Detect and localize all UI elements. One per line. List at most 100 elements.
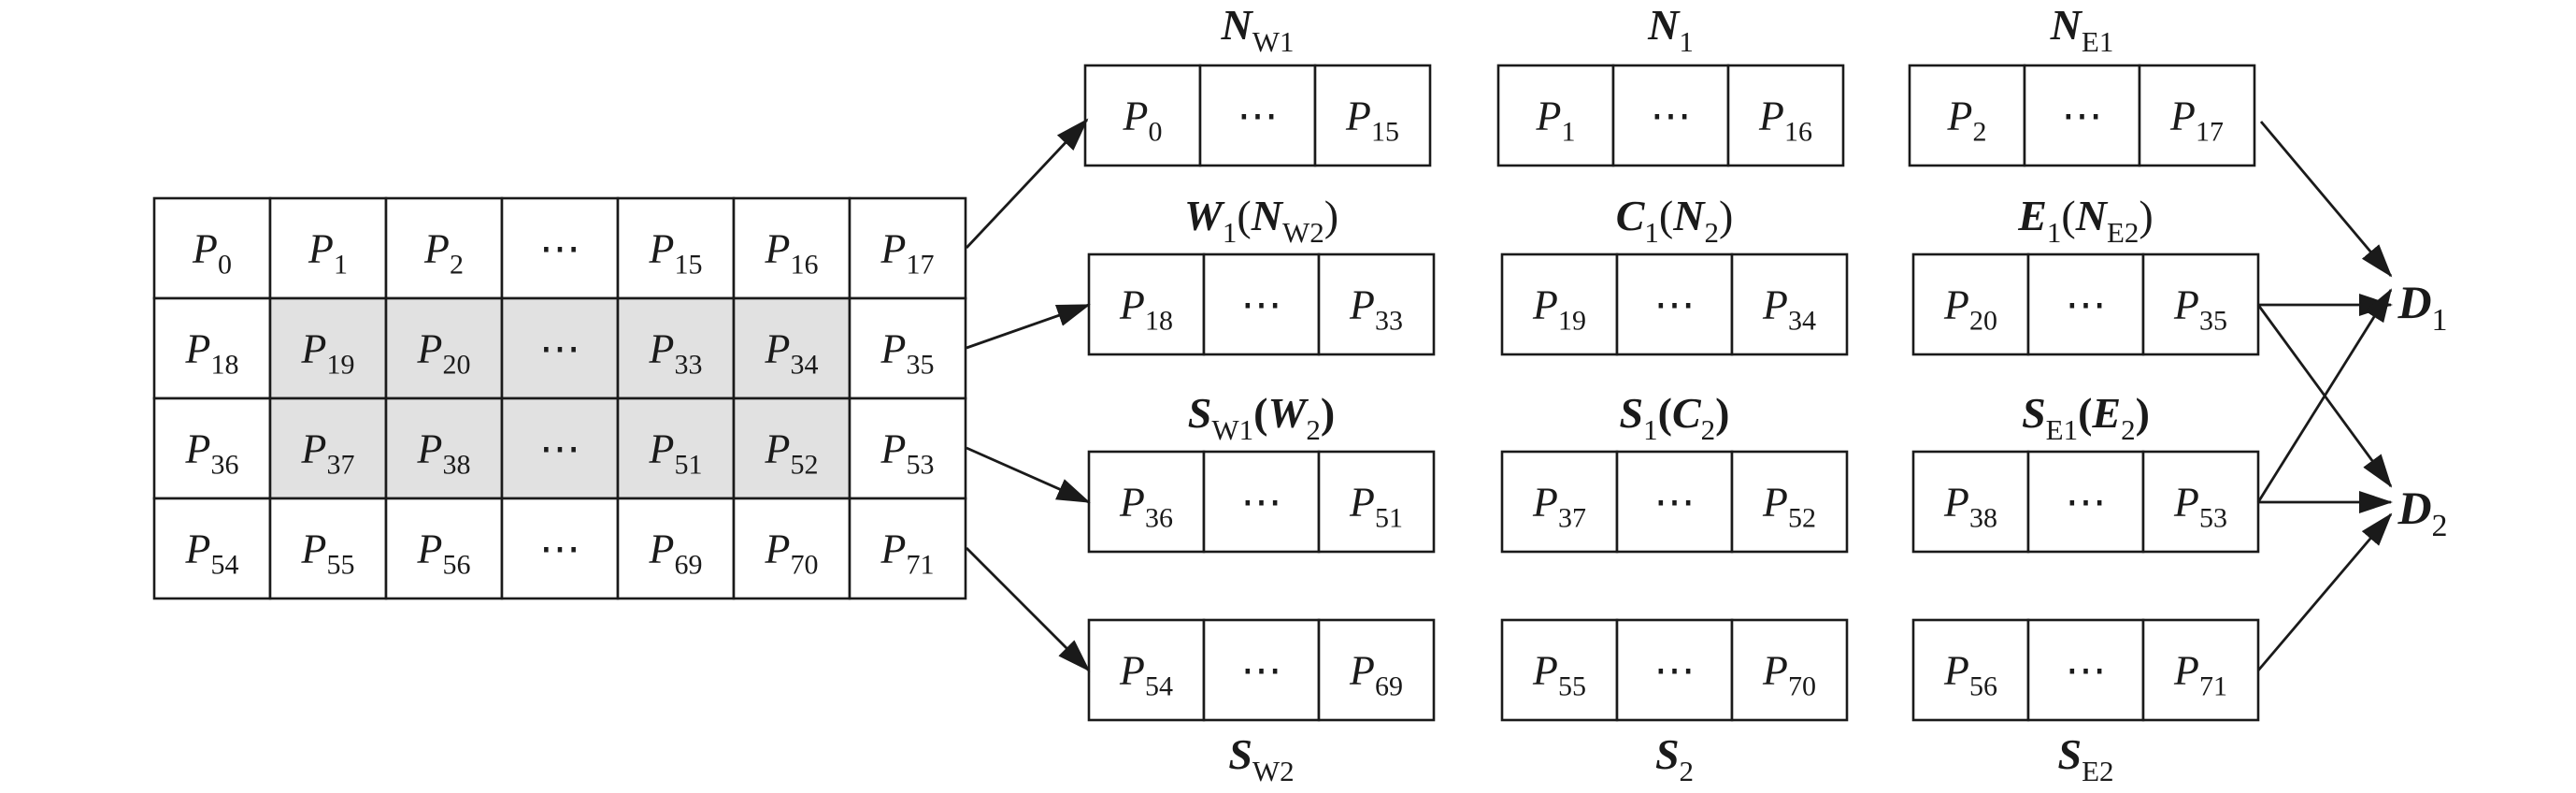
grid-cell — [500, 497, 620, 600]
block-cell-label: ⋯ — [1241, 480, 1282, 526]
block-label-s1: S1(C2) — [1620, 389, 1730, 446]
block-sw2 — [1087, 618, 1436, 722]
block-cell-label: ⋯ — [2066, 282, 2107, 328]
block-cell-label: P52 — [1762, 480, 1816, 534]
block-cell — [1500, 450, 1619, 554]
grid-cell — [500, 396, 620, 500]
block-cell — [1087, 618, 1206, 722]
block-c1 — [1500, 252, 1849, 356]
block-label-s2: S2 — [1655, 730, 1694, 787]
block-cell-label: P71 — [2173, 648, 2227, 702]
block-cell — [1202, 618, 1321, 722]
block-cell-label: P38 — [1943, 480, 1997, 534]
grid-cell — [616, 196, 736, 300]
block-cell-label: P51 — [1349, 480, 1403, 534]
block-label-sw1: SW1(W2) — [1188, 389, 1335, 446]
block-label-se2: SE2 — [2057, 730, 2113, 787]
grid-cell-label: P34 — [765, 326, 819, 381]
block-cell — [2138, 64, 2256, 167]
block-label-se1: SE1(E2) — [2022, 389, 2150, 446]
block-cell-label: P2 — [1947, 94, 1987, 148]
block-s1 — [1500, 450, 1849, 554]
block-cell-label: P69 — [1349, 648, 1403, 702]
block-cell — [1083, 64, 1202, 167]
grid-cell-label: P71 — [880, 526, 935, 581]
block-cell — [1908, 64, 2026, 167]
block-cell — [1087, 252, 1206, 356]
block-cell-label: P54 — [1119, 648, 1173, 702]
grid-cell-label: P19 — [301, 326, 355, 381]
block-s2 — [1500, 618, 1849, 722]
output-label-d1: D1 — [2397, 276, 2447, 338]
block-cell — [2141, 450, 2260, 554]
block-cell — [2026, 450, 2145, 554]
block-e1 — [1911, 252, 2260, 356]
block-label-sw2: SW2 — [1228, 730, 1294, 787]
block-cell — [2141, 618, 2260, 722]
block-cell — [1615, 618, 1734, 722]
block-cell — [1500, 618, 1619, 722]
grid-cell-label: P0 — [192, 226, 232, 281]
arrow-to-sw1 — [966, 446, 1091, 504]
block-cell-label: P35 — [2173, 282, 2227, 337]
block-ne1 — [1908, 64, 2256, 167]
arrow-se2-to-d2 — [2256, 512, 2393, 671]
grid-cell-label: P16 — [765, 226, 819, 281]
arrow-to-sw2 — [966, 547, 1091, 672]
grid-cell-label: P1 — [308, 226, 348, 281]
block-se2 — [1911, 618, 2260, 722]
block-se1 — [1911, 450, 2260, 554]
block-cell-label: ⋯ — [2066, 480, 2107, 526]
grid-cell-label: ⋯ — [539, 226, 580, 272]
block-label-ne1: NE1 — [2050, 1, 2114, 58]
block-nw1 — [1083, 64, 1432, 167]
grid-cell — [268, 296, 388, 400]
block-cell-label: P37 — [1532, 480, 1586, 534]
block-cell-label: P53 — [2173, 480, 2227, 534]
grid-cell — [152, 196, 272, 300]
grid-cell — [268, 396, 388, 500]
grid-cell — [152, 396, 272, 500]
block-cell — [1730, 252, 1849, 356]
block-cell-label: P0 — [1123, 94, 1163, 148]
grid-cell — [384, 296, 504, 400]
grid-cell — [848, 497, 967, 600]
grid-cell-label: P20 — [417, 326, 471, 381]
block-cell — [1317, 618, 1436, 722]
grid-cell — [732, 396, 852, 500]
block-cell-label: ⋯ — [1654, 648, 1696, 694]
arrows-layer — [965, 118, 2393, 672]
grid-cell-label: P53 — [880, 426, 935, 481]
block-cell — [1202, 450, 1321, 554]
block-cell — [1087, 450, 1206, 554]
block-cell — [2141, 252, 2260, 356]
block-cell — [1615, 450, 1734, 554]
block-n1 — [1496, 64, 1845, 167]
block-label-c1: C1(N2) — [1616, 192, 1734, 249]
grid-cell — [384, 497, 504, 600]
grid-cell-label: P37 — [301, 426, 355, 481]
grid-cell-label: P54 — [185, 526, 239, 581]
block-cell-label: ⋯ — [2062, 94, 2103, 139]
block-cell — [1911, 618, 2030, 722]
block-label-e1: E1(NE2) — [2017, 192, 2154, 249]
grid-cell — [152, 296, 272, 400]
block-cell-label: ⋯ — [1654, 282, 1696, 328]
block-cell-label: P15 — [1345, 94, 1399, 148]
grid-cell — [732, 296, 852, 400]
block-cell-label: P18 — [1119, 282, 1173, 337]
grid-cell — [848, 296, 967, 400]
grid-cell-label: P18 — [185, 326, 239, 381]
block-label-n1: N1 — [1647, 1, 1694, 58]
grid-cell-label: ⋯ — [539, 526, 580, 572]
grid-cell-label: P33 — [649, 326, 703, 381]
block-cell-label: P16 — [1758, 94, 1812, 148]
block-cell-label: P1 — [1536, 94, 1576, 148]
block-w1 — [1087, 252, 1436, 356]
block-cell-label: P70 — [1762, 648, 1816, 702]
grid-cell — [152, 497, 272, 600]
block-cell-label: P34 — [1762, 282, 1816, 337]
block-cell — [1317, 252, 1436, 356]
block-cell — [1500, 252, 1619, 356]
